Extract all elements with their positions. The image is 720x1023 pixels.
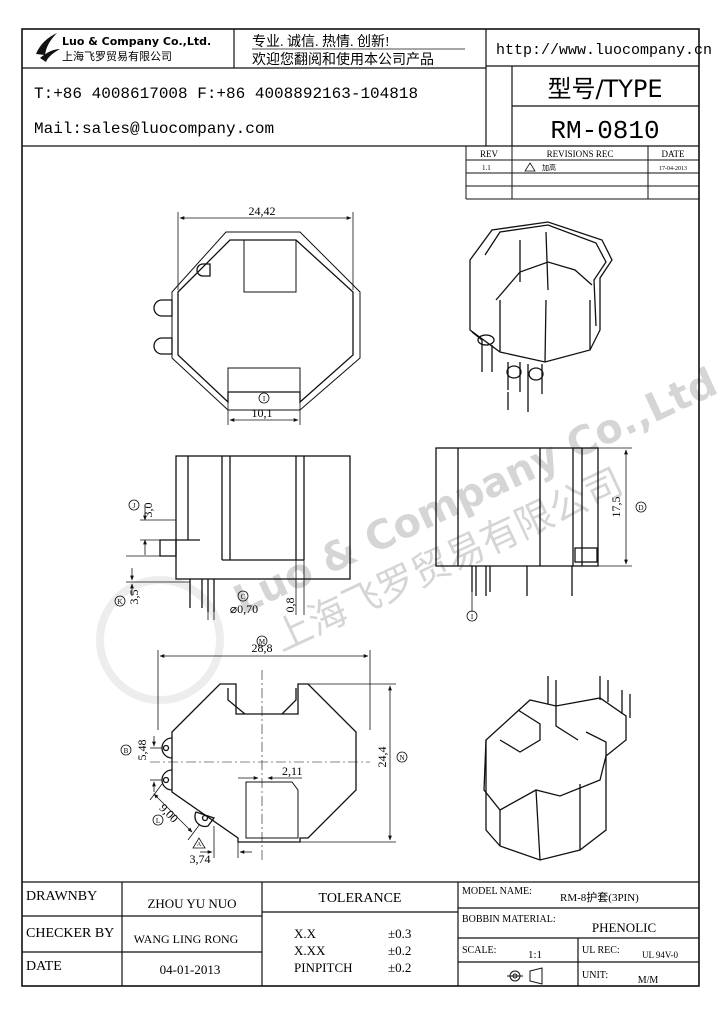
rev-header: REV	[480, 149, 499, 159]
dim-bottom-width: 28,8	[252, 641, 273, 655]
marker-n	[396, 751, 408, 763]
svg-text:M: M	[259, 638, 266, 646]
drawnby-label: DRAWNBY	[26, 889, 97, 904]
marker-m	[256, 635, 268, 647]
scale-label: SCALE:	[462, 945, 496, 956]
svg-text:D: D	[638, 504, 643, 512]
dim-bottom-211: 2,11	[282, 764, 303, 778]
type-label: 型号/TYPE	[547, 75, 662, 103]
model-name-label: MODEL NAME:	[462, 886, 532, 897]
dim-bottom-374: 3,74	[190, 852, 211, 866]
front-view-dimensions	[471, 447, 632, 612]
marker-l	[152, 814, 164, 826]
svg-text:I: I	[471, 613, 474, 621]
svg-text:J: J	[133, 502, 136, 510]
bottom-view-centerlines	[150, 670, 370, 860]
bobbin-label: BOBBIN MATERIAL:	[462, 914, 556, 925]
checker-value: WANG LING RONG	[134, 932, 239, 946]
phone-fax: T:+86 4008617008 F:+86 4008892163-104818	[34, 85, 418, 103]
website-link[interactable]: http://www.luocompany.cn	[496, 42, 712, 59]
tolerance-label: TOLERANCE	[319, 891, 402, 906]
marker-i-top	[258, 392, 270, 404]
marker-k	[114, 595, 126, 607]
slogan-line-2: 欢迎您翻阅和使用本公司产品	[252, 51, 434, 68]
bobbin-value: PHENOLIC	[592, 920, 656, 935]
model-name-value: RM-8护套(3PIN)	[560, 890, 639, 904]
sheet-border	[21, 28, 700, 987]
revisions-header: REVISIONS REC	[547, 149, 614, 159]
tol-xxx-label: X.XX	[294, 943, 326, 958]
marker-b	[120, 744, 132, 756]
marker-d	[635, 501, 647, 513]
side-view	[159, 455, 351, 612]
watermark-logo-icon	[96, 576, 224, 704]
header-grid	[22, 29, 699, 147]
dim-bottom-900: 9,00	[156, 801, 181, 826]
svg-text:L: L	[156, 817, 160, 825]
svg-text:I: I	[263, 395, 266, 403]
dim-side-3: 3,0	[141, 503, 155, 518]
ul-label: UL REC:	[582, 945, 620, 956]
side-view-dimensions	[126, 505, 305, 620]
top-view	[153, 231, 361, 411]
tol-pinpitch-value: ±0.2	[388, 960, 411, 975]
revision-table	[465, 146, 699, 200]
dim-height: 17,5	[609, 497, 623, 518]
dim-side-pin: ⌀0,70	[230, 602, 258, 616]
tol-pinpitch-label: PINPITCH	[294, 960, 353, 975]
dim-top-tab: 10,1	[252, 406, 273, 420]
revision-triangle-icon	[192, 837, 206, 849]
revision-text: 加高	[542, 163, 556, 172]
svg-text:N: N	[399, 754, 404, 762]
rev-value: 1.1	[482, 164, 491, 172]
front-view	[435, 447, 599, 596]
bottom-view-dimensions	[149, 650, 396, 858]
unit-value: M/M	[638, 975, 659, 986]
marker-j	[128, 499, 140, 511]
email-address[interactable]: Mail:sales@luocompany.com	[34, 120, 274, 138]
date-value: 04-01-2013	[160, 962, 221, 977]
tol-xx-value: ±0.3	[388, 926, 411, 941]
company-logo	[36, 33, 60, 62]
checker-label: CHECKER BY	[26, 926, 114, 941]
dim-top-width: 24,42	[249, 204, 276, 218]
iso-view-top	[469, 221, 613, 412]
svg-text:K: K	[117, 598, 122, 606]
svg-text:C: C	[241, 593, 246, 601]
tol-xxx-value: ±0.2	[388, 943, 411, 958]
revision-triangle-icon	[524, 162, 536, 172]
scale-value: 1:1	[528, 949, 542, 961]
date-label: DATE	[26, 959, 62, 974]
bottom-view	[161, 683, 357, 843]
title-block-grid	[22, 881, 699, 986]
drawnby-value: ZHOU YU NUO	[147, 896, 236, 911]
marker-c	[237, 590, 249, 602]
unit-label: UNIT:	[582, 970, 608, 981]
date-header: DATE	[662, 149, 685, 159]
company-name-en: Luo & Company Co.,Ltd.	[62, 35, 211, 48]
ul-value: UL 94V-0	[642, 950, 679, 960]
revision-date: 17-04-2013	[659, 166, 687, 172]
marker-i-front	[466, 610, 478, 622]
tol-xx-label: X.X	[294, 926, 317, 941]
dim-bottom-height: 24,4	[375, 747, 389, 768]
dim-side-08: 0,8	[283, 598, 297, 613]
svg-text:Luo & Company Co.,Ltd.: Luo & Company Co.,Ltd.	[227, 353, 720, 624]
svg-text:A: A	[197, 842, 202, 848]
slogan-line-1: 专业. 诚信. 热情. 创新!	[252, 34, 390, 50]
svg-text:B: B	[124, 747, 129, 755]
model-number: RM-0810	[550, 116, 659, 146]
dim-bottom-548: 5,48	[135, 740, 149, 761]
company-name-cn: 上海飞罗贸易有限公司	[62, 49, 172, 63]
top-view-dimensions	[177, 212, 354, 425]
dim-side-35: 3,5	[127, 590, 141, 605]
projection-symbol-icon	[507, 967, 543, 985]
iso-view-bottom	[483, 676, 631, 861]
